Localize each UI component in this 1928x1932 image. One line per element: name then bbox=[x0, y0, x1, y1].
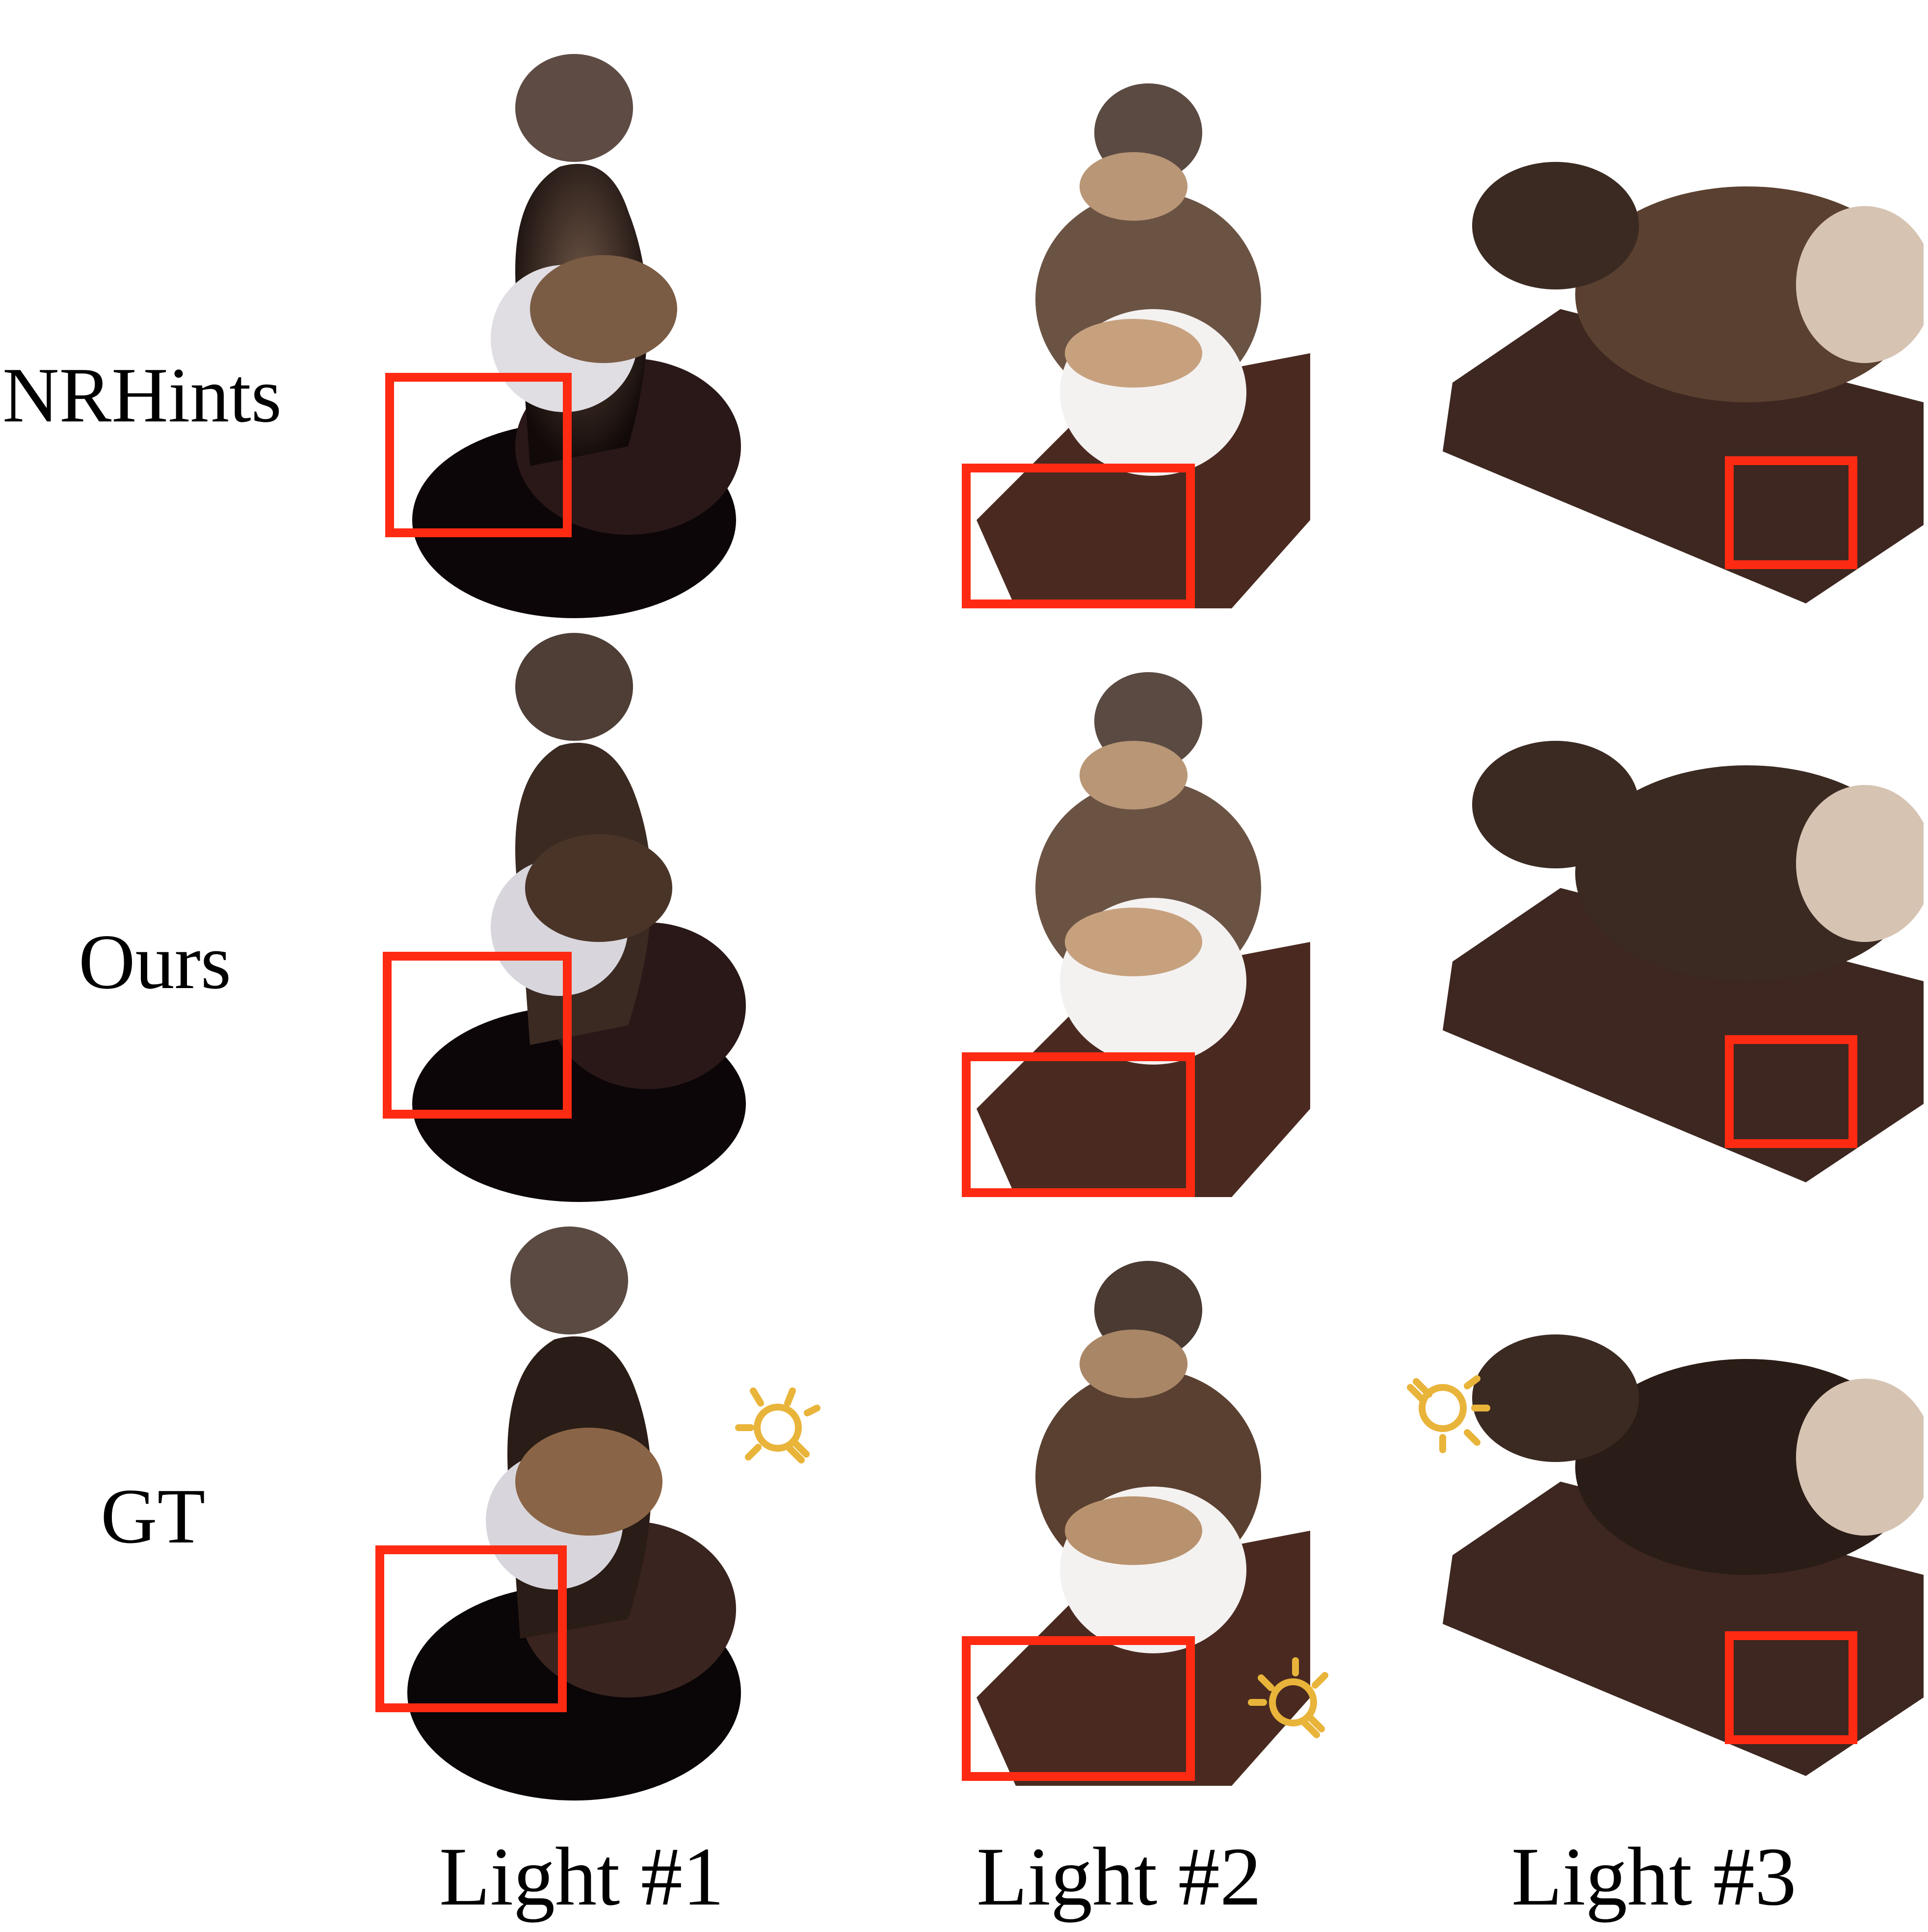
render-ours-light3 bbox=[1433, 726, 1924, 1305]
light-bulb-icon bbox=[1246, 1653, 1345, 1751]
highlight-box-ours-light3 bbox=[1725, 1035, 1857, 1148]
render-nrhints-light2 bbox=[957, 78, 1448, 657]
render-gt-light3 bbox=[1433, 1320, 1924, 1899]
highlight-box-nrhints-light2 bbox=[962, 464, 1195, 608]
column-label-light3: Light #3 bbox=[1511, 1830, 1796, 1923]
render-ours-light1 bbox=[353, 633, 844, 1212]
column-label-light2: Light #2 bbox=[977, 1830, 1262, 1923]
render-ours-light2 bbox=[957, 667, 1448, 1246]
row-label-ours: Ours bbox=[79, 918, 232, 1005]
row-label-gt: GT bbox=[101, 1472, 206, 1560]
render-gt-light2 bbox=[957, 1256, 1448, 1835]
highlight-box-ours-light2 bbox=[962, 1052, 1195, 1197]
column-label-light1: Light #1 bbox=[439, 1830, 724, 1923]
highlight-box-gt-light1 bbox=[375, 1545, 567, 1712]
row-label-nrhints: NRHints bbox=[2, 351, 282, 439]
highlight-box-nrhints-light1 bbox=[385, 373, 572, 537]
render-nrhints-light3 bbox=[1433, 147, 1924, 726]
highlight-box-gt-light2 bbox=[962, 1636, 1195, 1781]
light-bulb-icon bbox=[1394, 1359, 1492, 1457]
render-gt-light1 bbox=[353, 1227, 844, 1805]
highlight-box-nrhints-light3 bbox=[1725, 456, 1857, 569]
light-bulb-icon bbox=[734, 1379, 832, 1477]
highlight-box-ours-light1 bbox=[383, 952, 572, 1119]
highlight-box-gt-light3 bbox=[1725, 1631, 1857, 1744]
render-nrhints-light1 bbox=[353, 54, 844, 633]
